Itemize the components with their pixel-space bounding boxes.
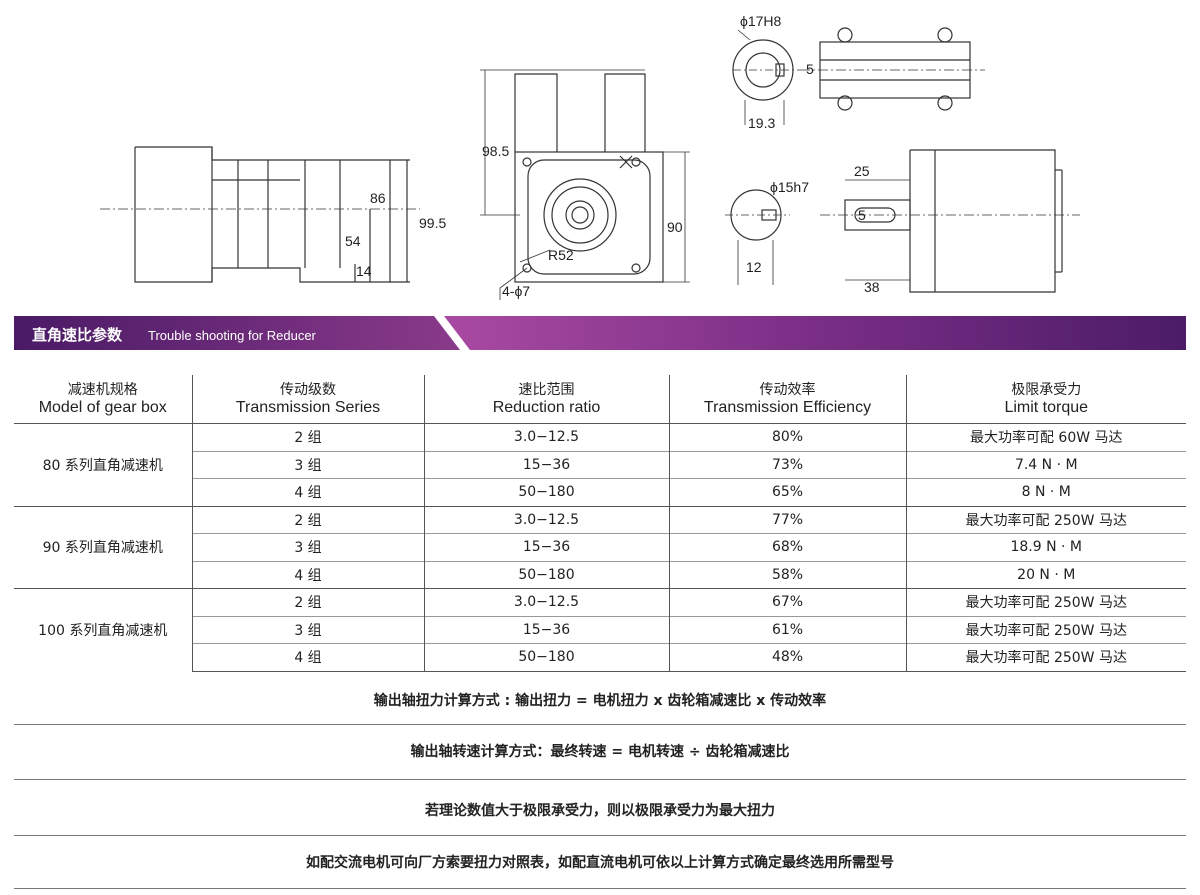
table-row: 100 系列直角减速机 2 组 3.0−12.5 67% 最大功率可配 250W… [14, 588, 1186, 671]
dim-38: 38 [864, 279, 880, 295]
shaft-section-drawing [725, 149, 1080, 293]
series-cell: 3 组 [191, 450, 424, 479]
efficiency-cell: 77% [668, 505, 906, 534]
series-cell: 4 组 [191, 643, 424, 672]
front-view-drawing [480, 69, 690, 300]
table-row: 3 组 15−36 73% 7.4 N · M [14, 450, 1186, 479]
series-cell: 2 组 [191, 588, 424, 616]
section-banner [14, 316, 1186, 350]
note-speed-formula: 输出轴转速计算方式：最终转速 = 电机转速 ÷ 齿轮箱减速比 [14, 741, 1186, 780]
torque-cell: 8 N · M [905, 478, 1186, 506]
model-cell: 80 系列直角减速机 [14, 423, 192, 506]
dim-r52: R52 [548, 247, 574, 263]
table-row: 4 组 50−180 65% 8 N · M [14, 478, 1186, 506]
series-cell: 4 组 [191, 560, 424, 589]
torque-cell: 最大功率可配 250W 马达 [905, 643, 1186, 672]
bore-section-drawing [732, 27, 985, 125]
table-row: 4 组 50−180 48% 最大功率可配 250W 马达 [14, 643, 1186, 672]
dim-12: 12 [746, 259, 762, 275]
table-row: 3 组 15−36 68% 18.9 N · M [14, 533, 1186, 561]
series-cell: 3 组 [191, 533, 424, 561]
torque-cell: 最大功率可配 250W 马达 [905, 505, 1186, 534]
dim-86: 86 [370, 190, 386, 206]
ratio-cell: 15−36 [423, 533, 669, 561]
dim-key-5b: 5 [858, 207, 866, 223]
efficiency-cell: 73% [668, 450, 906, 479]
efficiency-cell: 61% [668, 615, 906, 644]
dim-14: 14 [356, 263, 372, 279]
note-torque-formula: 输出轴扭力计算方式 : 输出扭力 = 电机扭力 x 齿轮箱减速比 x 传动效率 [14, 690, 1186, 725]
table-row: 4 组 50−180 58% 20 N · M [14, 560, 1186, 589]
ratio-cell: 50−180 [423, 643, 669, 672]
ratio-cell: 3.0−12.5 [423, 588, 669, 616]
torque-cell: 7.4 N · M [905, 450, 1186, 479]
dim-98-5: 98.5 [482, 143, 509, 159]
ratio-cell: 3.0−12.5 [423, 423, 669, 451]
dim-holes: 4-ϕ7 [502, 283, 530, 299]
torque-cell: 18.9 N · M [905, 533, 1186, 561]
series-cell: 3 组 [191, 615, 424, 644]
ratio-cell: 15−36 [423, 615, 669, 644]
efficiency-cell: 48% [668, 643, 906, 672]
table-row: 90 系列直角减速机 2 组 3.0−12.5 77% 最大功率可配 250W … [14, 505, 1186, 589]
series-cell: 2 组 [191, 505, 424, 534]
note-motor-selection: 如配交流电机可向厂方索要扭力对照表，如配直流电机可依以上计算方式确定最终选用所需… [14, 852, 1186, 889]
torque-cell: 最大功率可配 60W 马达 [905, 423, 1186, 451]
side-view-drawing [100, 146, 420, 283]
dim-shaft: ϕ15h7 [770, 179, 809, 195]
dim-99-5: 99.5 [419, 215, 446, 231]
dim-bore: ϕ17H8 [740, 13, 782, 29]
torque-cell: 最大功率可配 250W 马达 [905, 615, 1186, 644]
technical-drawings: 86 99.5 54 14 98.5 90 R52 4-ϕ7 ϕ17H8 5 1… [100, 13, 1080, 300]
ratio-cell: 15−36 [423, 450, 669, 479]
efficiency-cell: 67% [668, 588, 906, 616]
note-limit-torque: 若理论数值大于极限承受力，则以极限承受力为最大扭力 [14, 800, 1186, 836]
dim-key-5a: 5 [806, 61, 814, 77]
table-row: 3 组 15−36 61% 最大功率可配 250W 马达 [14, 615, 1186, 644]
ratio-cell: 50−180 [423, 478, 669, 506]
banner-title: 直角速比参数 [32, 326, 123, 344]
dim-54: 54 [345, 233, 361, 249]
series-cell: 2 组 [191, 423, 424, 451]
ratio-cell: 3.0−12.5 [423, 505, 669, 534]
efficiency-cell: 68% [668, 533, 906, 561]
model-cell: 100 系列直角减速机 [14, 588, 192, 671]
series-cell: 4 组 [191, 478, 424, 506]
dim-90: 90 [667, 219, 683, 235]
dim-19-3: 19.3 [748, 115, 775, 131]
dim-25: 25 [854, 163, 870, 179]
ratio-cell: 50−180 [423, 560, 669, 589]
model-cell: 90 系列直角减速机 [14, 505, 192, 589]
table-row: 80 系列直角减速机 2 组 3.0−12.5 80% 最大功率可配 60W 马… [14, 423, 1186, 506]
efficiency-cell: 80% [668, 423, 906, 451]
banner-subtitle: Trouble shooting for Reducer [148, 328, 316, 343]
torque-cell: 20 N · M [905, 560, 1186, 589]
efficiency-cell: 65% [668, 478, 906, 506]
torque-cell: 最大功率可配 250W 马达 [905, 588, 1186, 616]
efficiency-cell: 58% [668, 560, 906, 589]
